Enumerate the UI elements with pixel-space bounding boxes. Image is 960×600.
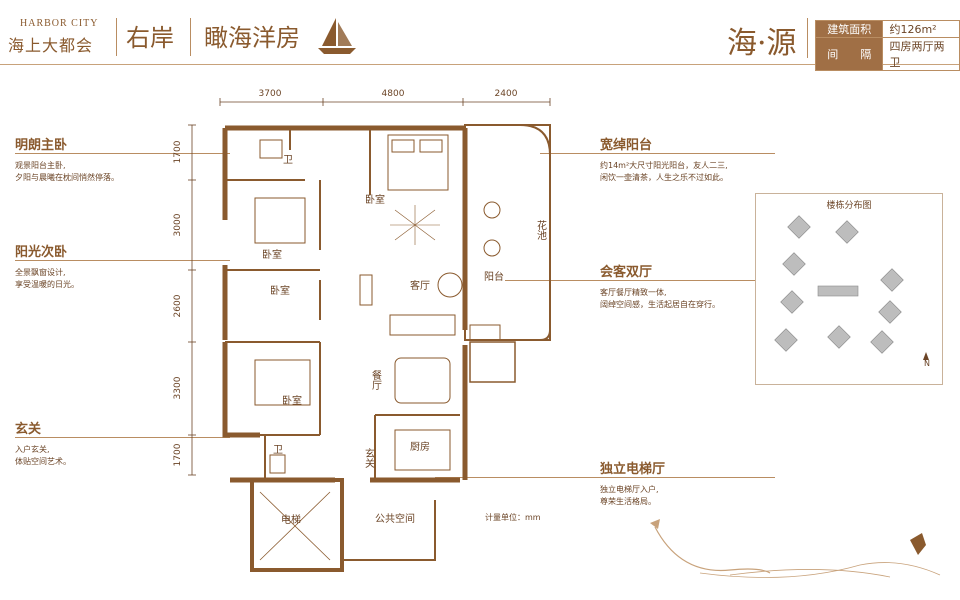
dimension-lines (188, 98, 551, 476)
annotation-desc: 独立电梯厅入户, 尊荣生活格局。 (600, 484, 665, 508)
desc-line: 入户玄关, (15, 445, 50, 454)
spec-key: 间 隔 (814, 37, 884, 71)
slogan-right-bank: 右岸 (126, 24, 174, 52)
desc-line: 尊荣生活格局。 (600, 497, 656, 506)
desc-line: 约14m²大尺寸阳光阳台，友人二三, (600, 161, 728, 170)
desc-line: 享受温暖的日光。 (15, 280, 79, 289)
sailboat-icon (318, 18, 356, 54)
annotation-desc: 约14m²大尺寸阳光阳台，友人二三, 闲饮一壶清茶，人生之乐不过如此。 (600, 160, 728, 184)
annotation-desc: 全景飘窗设计, 享受温暖的日光。 (15, 267, 79, 291)
desc-line: 夕阳与晨曦在枕间悄然停落。 (15, 173, 119, 182)
desc-line: 客厅餐厅精致一体, (600, 288, 667, 297)
annotation-entry: 玄关 入户玄关, 体贴空间艺术。 (15, 418, 230, 468)
building-layout-map: N (774, 215, 930, 368)
desc-line: 独立电梯厅入户, (600, 485, 659, 494)
spec-value: 约126m² (882, 20, 960, 38)
spec-row: 间 隔 四房两厅两卫 (814, 37, 960, 71)
header-divider (190, 18, 191, 56)
room-label-bath: 卫 (273, 445, 283, 456)
elevator-cross (259, 491, 331, 561)
annotation-desc: 入户玄关, 体贴空间艺术。 (15, 444, 71, 468)
annotation-title: 明朗主卧 (15, 138, 68, 153)
leader-line (540, 153, 775, 154)
room-label-elevator: 电梯 (281, 513, 301, 526)
desc-line: 阔绰空间感，生活起居自在穿行。 (600, 300, 720, 309)
slogan-sea-view: 瞰海洋房 (204, 24, 300, 52)
annotation-living: 会客双厅 客厅餐厅精致一体, 阔绰空间感，生活起居自在穿行。 (505, 261, 775, 311)
header-divider (116, 18, 117, 56)
leader-line (15, 153, 230, 154)
annotation-title: 阳光次卧 (15, 245, 68, 260)
desc-line: 观景阳台主卧, (15, 161, 66, 170)
brand-english: HARBOR CITY (20, 18, 99, 29)
public-space-outline (341, 490, 436, 561)
room-label-master-bedroom: 卧室 (365, 193, 385, 206)
room-label-living: 客厅 (410, 279, 430, 292)
spec-value: 四房两厅两卫 (882, 37, 960, 71)
annotation-desc: 观景阳台主卧, 夕阳与晨曦在枕间悄然停落。 (15, 160, 119, 184)
interior-walls (225, 128, 460, 480)
dim-left: 1700 (173, 443, 183, 466)
annotation-title: 玄关 (15, 422, 42, 437)
dim-left: 3000 (173, 213, 183, 236)
annotation-lift-hall: 独立电梯厅 独立电梯厅入户, 尊荣生活格局。 (435, 458, 775, 508)
annotation-desc: 客厅餐厅精致一体, 阔绰空间感，生活起居自在穿行。 (600, 287, 720, 311)
room-label-bath: 卫 (283, 155, 293, 166)
leader-line (435, 477, 775, 478)
room-label-bedroom: 卧室 (282, 394, 302, 407)
floor-plan: 3700 4800 2400 1700 3000 2600 3300 1700 (173, 89, 551, 572)
ceiling-light (390, 205, 440, 245)
room-label-kitchen: 厨房 (410, 440, 430, 453)
annotation-balcony: 宽绰阳台 约14m²大尺寸阳光阳台，友人二三, 闲饮一壶清茶，人生之乐不过如此。 (540, 134, 775, 184)
north-arrow-icon (923, 352, 929, 360)
annotation-master-bedroom: 明朗主卧 观景阳台主卧, 夕阳与晨曦在枕间悄然停落。 (15, 134, 230, 184)
whale-icon (654, 526, 771, 574)
room-label-balcony: 阳台 (484, 270, 504, 283)
scale-note: 计量单位：mm (485, 513, 541, 522)
room-label-planter: 花池 (535, 219, 547, 240)
dim-left: 3300 (173, 376, 183, 399)
key-plan: 楼栋分布图 N (755, 193, 943, 385)
brand-chinese: 海上大都会 (8, 36, 94, 55)
elevator-shaft-box (469, 341, 516, 383)
dim-top: 2400 (495, 89, 518, 99)
dim-left: 2600 (173, 294, 183, 317)
furniture (254, 134, 501, 474)
whale-surf-illustration (650, 519, 941, 578)
spec-table: 建筑面积 约126m² 间 隔 四房两厅两卫 (814, 20, 960, 71)
unit-name: 海·源 (727, 26, 797, 61)
room-label-bedroom: 卧室 (262, 248, 282, 261)
spec-key: 建筑面积 (814, 20, 884, 38)
dim-top: 3700 (259, 89, 282, 99)
annotation-title: 独立电梯厅 (600, 462, 666, 477)
room-label-bedroom: 卧室 (270, 284, 290, 297)
leader-line (505, 280, 775, 281)
desc-line: 体贴空间艺术。 (15, 457, 71, 466)
north-label: N (924, 359, 930, 368)
room-label-public-space: 公共空间 (375, 512, 415, 525)
header-divider (807, 18, 808, 58)
annotation-title: 宽绰阳台 (600, 138, 653, 153)
planter-curve (519, 124, 551, 341)
key-plan-title: 楼栋分布图 (826, 201, 872, 211)
header-rule (0, 64, 960, 65)
leader-line (15, 437, 230, 438)
dim-left: 1700 (173, 140, 183, 163)
annotation-second-bedroom: 阳光次卧 全景飘窗设计, 享受温暖的日光。 (15, 241, 230, 291)
annotation-title: 会客双厅 (600, 265, 653, 280)
spec-row: 建筑面积 约126m² (814, 20, 960, 38)
room-label-foyer: 玄关 (363, 447, 375, 469)
surfer-icon (910, 533, 926, 555)
desc-line: 闲饮一壶清茶，人生之乐不过如此。 (600, 173, 728, 182)
room-label-dining: 餐厅 (370, 369, 382, 390)
leader-line (15, 260, 230, 261)
dim-top: 4800 (382, 89, 405, 99)
desc-line: 全景飘窗设计, (15, 268, 66, 277)
